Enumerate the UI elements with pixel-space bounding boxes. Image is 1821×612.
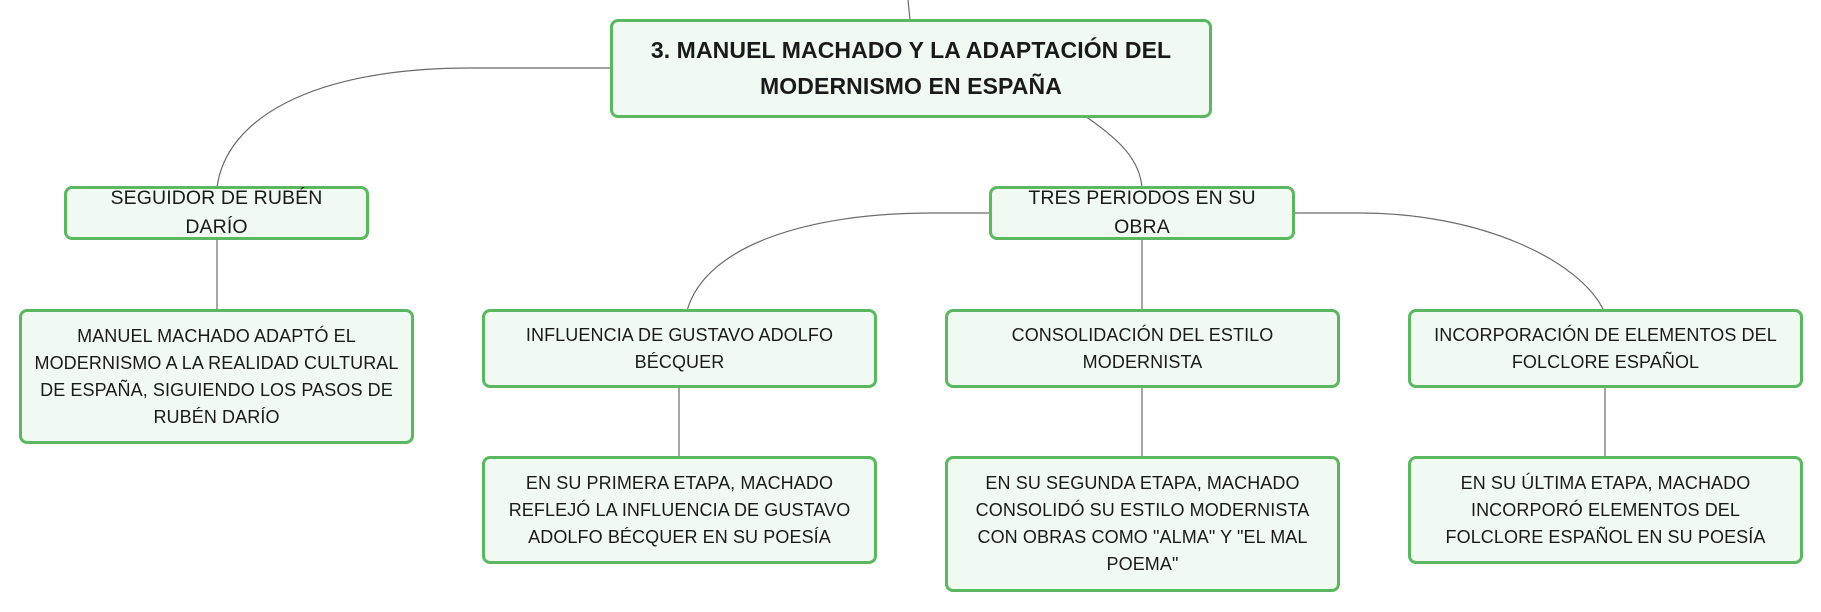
detail-ultima-etapa[interactable]: EN SU ÚLTIMA ETAPA, MACHADO INCORPORÓ EL… [1408,456,1803,564]
detail-primera-etapa-label: EN SU PRIMERA ETAPA, MACHADO REFLEJÓ LA … [508,472,851,547]
topic-seguidor-ruben-dario[interactable]: SEGUIDOR DE RUBÉN DARÍO [64,186,369,240]
subtopic-consolidacion-estilo[interactable]: CONSOLIDACIÓN DEL ESTILO MODERNISTA [945,309,1340,388]
subtopic-folclore-label: INCORPORACIÓN DE ELEMENTOS DEL FOLCLORE … [1434,324,1777,372]
detail-segunda-etapa-label: EN SU SEGUNDA ETAPA, MACHADO CONSOLIDÓ S… [975,473,1310,574]
subtopic-consolidacion-label: CONSOLIDACIÓN DEL ESTILO MODERNISTA [1011,324,1274,372]
connector-tres-to-folclore [1293,212,1605,312]
detail-primera-etapa[interactable]: EN SU PRIMERA ETAPA, MACHADO REFLEJÓ LA … [482,456,877,564]
subtopic-adaptacion-label: MANUEL MACHADO ADAPTÓ EL MODERNISMO A LA… [34,325,399,427]
subtopic-becquer-label: INFLUENCIA DE GUSTAVO ADOLFO BÉCQUER [525,324,834,372]
topic-tres-periodos-label: TRES PERIODOS EN SU OBRA [1028,186,1256,238]
connector-root-parent [907,0,911,21]
connector-root-to-seguidor [216,67,612,189]
topic-tres-periodos[interactable]: TRES PERIODOS EN SU OBRA [989,186,1295,240]
detail-ultima-etapa-label: EN SU ÚLTIMA ETAPA, MACHADO INCORPORÓ EL… [1445,472,1766,547]
detail-segunda-etapa[interactable]: EN SU SEGUNDA ETAPA, MACHADO CONSOLIDÓ S… [945,456,1340,592]
subtopic-adaptacion-realidad-cultural[interactable]: MANUEL MACHADO ADAPTÓ EL MODERNISMO A LA… [19,309,414,444]
subtopic-influencia-becquer[interactable]: INFLUENCIA DE GUSTAVO ADOLFO BÉCQUER [482,309,877,388]
connector-tres-to-becquer [686,212,991,312]
subtopic-folclore-espanol[interactable]: INCORPORACIÓN DE ELEMENTOS DEL FOLCLORE … [1408,309,1803,388]
connector-root-to-tres-periodos [1084,115,1143,189]
topic-seguidor-label: SEGUIDOR DE RUBÉN DARÍO [110,186,323,238]
root-topic-label: 3. MANUEL MACHADO Y LA ADAPTACIÓN DEL MO… [650,36,1172,99]
root-topic[interactable]: 3. MANUEL MACHADO Y LA ADAPTACIÓN DEL MO… [610,19,1212,118]
